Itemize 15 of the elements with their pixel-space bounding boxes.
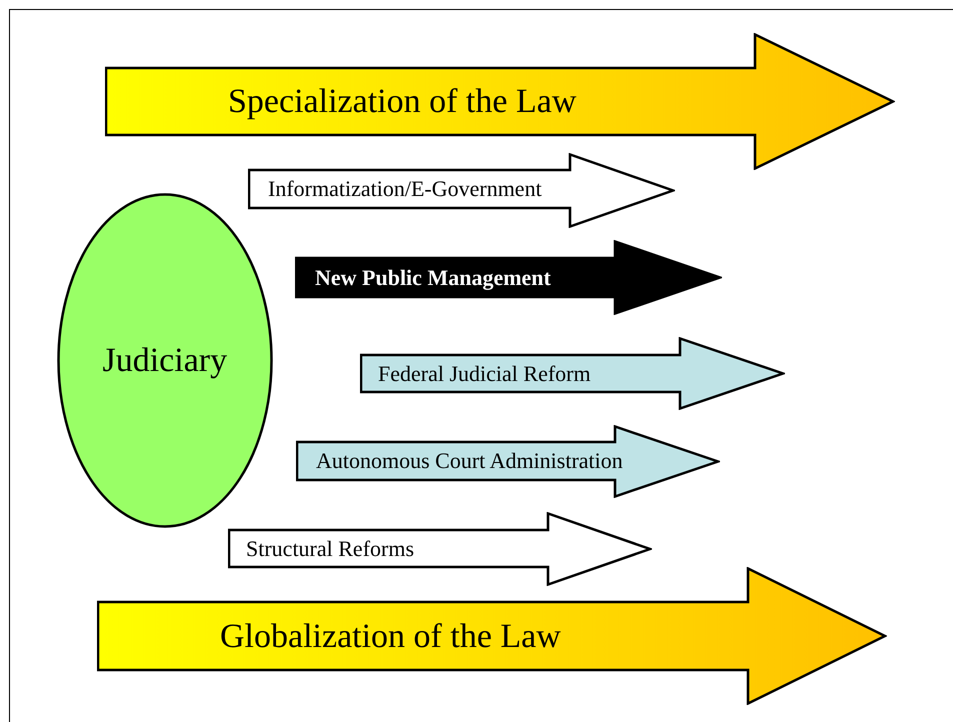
pointed-banner [248,153,675,228]
pointed-banner [295,240,722,315]
ellipse-label: Judiciary [102,342,228,380]
pointed-banner [228,512,652,586]
banner-label: New Public Management [315,266,551,290]
banner-label: Informatization/E-Government [268,177,542,202]
banner-label: Autonomous Court Administration [316,449,623,474]
pointed-banner [360,337,785,410]
pointed-banner [105,33,895,170]
pointed-banner [296,425,720,498]
banner-label: Globalization of the Law [220,618,561,655]
banner-label: Structural Reforms [246,536,414,561]
banner-label: Specialization of the Law [228,83,576,120]
pointed-banner [97,567,887,705]
banner-label: Federal Judicial Reform [378,362,591,386]
